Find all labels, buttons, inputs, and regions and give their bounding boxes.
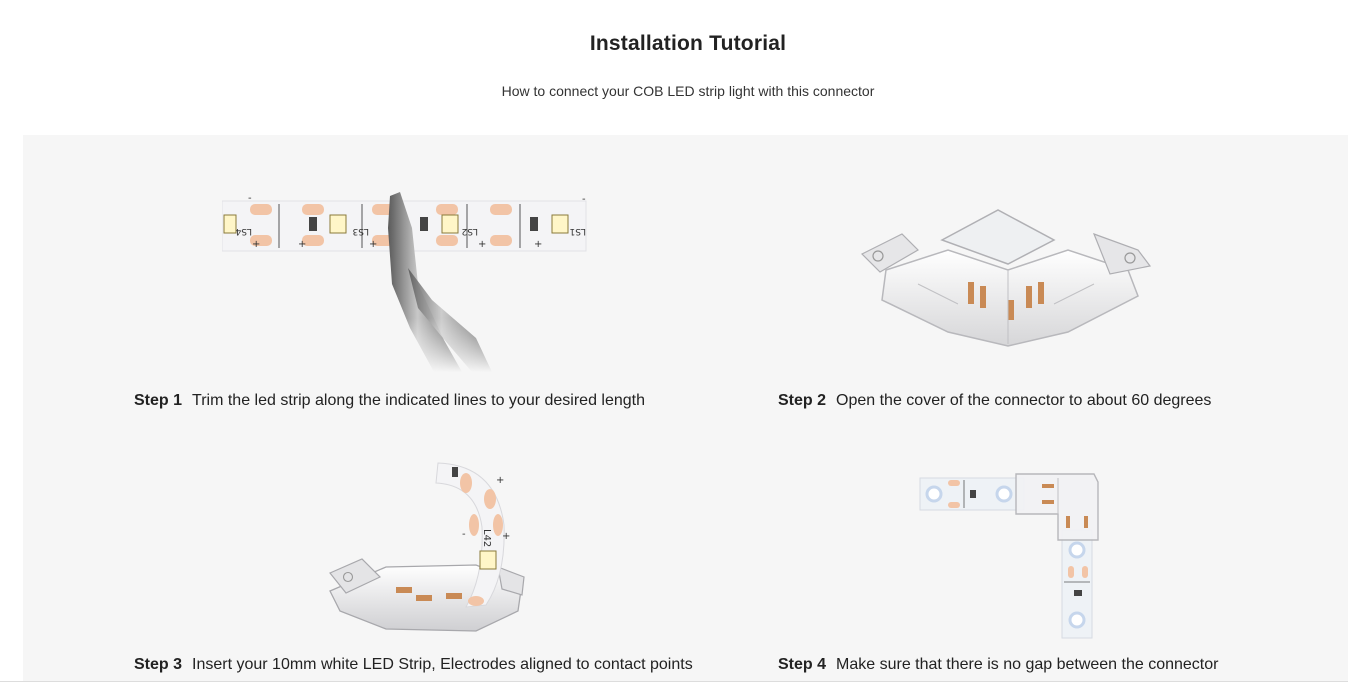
open-connector-photo (860, 209, 1152, 347)
svg-text:+: + (369, 239, 377, 250)
insert-strip-photo: L42 + + - (329, 462, 525, 632)
bottom-divider (0, 681, 1348, 682)
step-1-caption: Step 1 Trim the led strip along the indic… (134, 392, 645, 410)
step-1-label: Step 1 (134, 392, 183, 409)
svg-text:-: - (248, 193, 252, 204)
step-2-label: Step 2 (778, 392, 827, 409)
strip-mark-ls4: LS4 (235, 226, 252, 236)
page-title: Installation Tutorial (589, 32, 787, 55)
step-3-text: Insert your 10mm white LED Strip, Electr… (192, 656, 693, 673)
strip-mark-ls1: LS1 (570, 226, 586, 236)
step-1-text: Trim the led strip along the indicated l… (192, 392, 646, 409)
step-3-caption: Step 3 Insert your 10mm white LED Strip, … (134, 656, 693, 674)
strip-mark-ls2: LS2 (462, 226, 478, 236)
svg-text:+: + (534, 239, 542, 250)
led-strip-cutting-photo: LS4 LS3 LS2 LS1 - + + + + + - (222, 192, 588, 372)
step-3-label: Step 3 (134, 656, 183, 673)
step-4-caption: Step 4 Make sure that there is no gap bet… (778, 656, 1218, 674)
svg-text:+: + (496, 475, 504, 486)
svg-text:+: + (502, 531, 510, 542)
strip-mark-l42: L42 (481, 529, 492, 547)
step-2-caption: Step 2 Open the cover of the connector to… (778, 392, 1211, 410)
svg-text:+: + (298, 239, 306, 250)
svg-text:+: + (478, 239, 486, 250)
strip-mark-ls3: LS3 (353, 226, 369, 236)
svg-text:-: - (582, 194, 586, 205)
step-4-text: Make sure that there is no gap between t… (836, 656, 1219, 673)
svg-text:-: - (462, 529, 466, 540)
page-subtitle: How to connect your COB LED strip light … (501, 83, 875, 99)
svg-text:+: + (252, 239, 260, 250)
step-4-label: Step 4 (778, 656, 827, 673)
l-connector-photo (919, 473, 1099, 639)
step-2-text: Open the cover of the connector to about… (836, 392, 1212, 409)
